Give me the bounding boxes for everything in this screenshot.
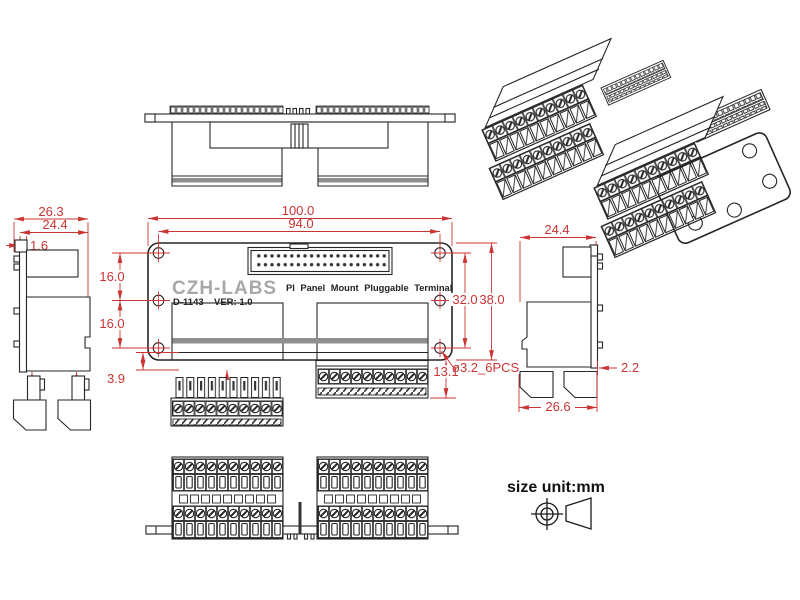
svg-text:16.0: 16.0	[99, 316, 124, 331]
svg-text:13.1: 13.1	[433, 364, 458, 379]
product-text: PI Panel Mount Pluggable Terminal	[286, 283, 452, 293]
header-side-right	[562, 246, 592, 278]
right-side-view: 24.4 2.2 26.6	[518, 222, 639, 414]
svg-text:24.4: 24.4	[544, 222, 569, 237]
svg-text:size unit:mm: size unit:mm	[507, 479, 605, 496]
plug-attached	[315, 359, 429, 399]
isometric-view: Terminal	[460, 38, 791, 259]
dim-right-body: 24.4	[519, 222, 597, 302]
dim-hole-pitch: 16.0 16.0	[97, 252, 170, 349]
header-pins	[285, 107, 311, 115]
dim-right-plate-t: 2.2	[597, 360, 639, 375]
bracket-plate	[18, 239, 28, 373]
terminal-side	[25, 296, 91, 372]
svg-text:32.0: 32.0	[452, 292, 477, 307]
dim-overall-width: 100.0	[147, 203, 453, 246]
dim-hole-span-w: 94.0	[158, 216, 441, 249]
brand-text: CZH-LABS	[172, 278, 277, 299]
board-edge-side	[590, 244, 599, 369]
svg-text:ø3.2_6PCS: ø3.2_6PCS	[452, 360, 520, 375]
svg-text:1.6: 1.6	[30, 238, 48, 253]
dim-hole-span-h: 32.0	[449, 252, 480, 349]
svg-text:26.3: 26.3	[38, 204, 63, 219]
dim-hole-callout: ø3.2_6PCS	[441, 350, 520, 375]
left-side-view: 26.3 24.4 1.6	[6, 204, 92, 431]
svg-text:38.0: 38.0	[479, 292, 504, 307]
terminal-block-left	[171, 302, 284, 361]
svg-text:26.6: 26.6	[545, 399, 570, 414]
dim-overall-height: 38.0	[456, 242, 506, 361]
dim-right-overall: 26.6	[518, 371, 598, 414]
plug-side-pair	[12, 372, 92, 431]
projection-symbol	[531, 497, 592, 530]
plug-side-pair-right	[519, 370, 598, 399]
idc-connector-top	[290, 123, 309, 149]
bottom-view	[145, 456, 459, 540]
idc-connector	[247, 243, 393, 276]
svg-text:100.0: 100.0	[282, 203, 315, 218]
plug-detached	[170, 370, 284, 427]
svg-text:3.9: 3.9	[107, 371, 125, 386]
svg-text:94.0: 94.0	[288, 216, 313, 231]
board-edge	[144, 113, 456, 123]
svg-text:24.4: 24.4	[42, 217, 67, 232]
front-view: CZH-LABS D-1143 VER: 1.0 PI Panel Mount …	[97, 203, 520, 427]
svg-text:2.2: 2.2	[621, 360, 639, 375]
dim-offset-bottom: 3.9	[107, 352, 179, 386]
svg-text:16.0: 16.0	[99, 269, 124, 284]
unit-note: size unit:mm	[507, 479, 605, 496]
bottom-block-left	[171, 456, 284, 540]
terminal-block-right-top	[317, 121, 429, 187]
center-post	[298, 502, 302, 534]
header-side	[25, 249, 79, 278]
terminal-side-right	[521, 301, 592, 368]
bottom-block-right	[316, 456, 429, 540]
terminal-block-left-top	[171, 121, 283, 187]
dim-plug-height: 13.1	[430, 360, 461, 399]
pin-header-iso-left	[600, 59, 672, 106]
top-view	[144, 105, 456, 187]
